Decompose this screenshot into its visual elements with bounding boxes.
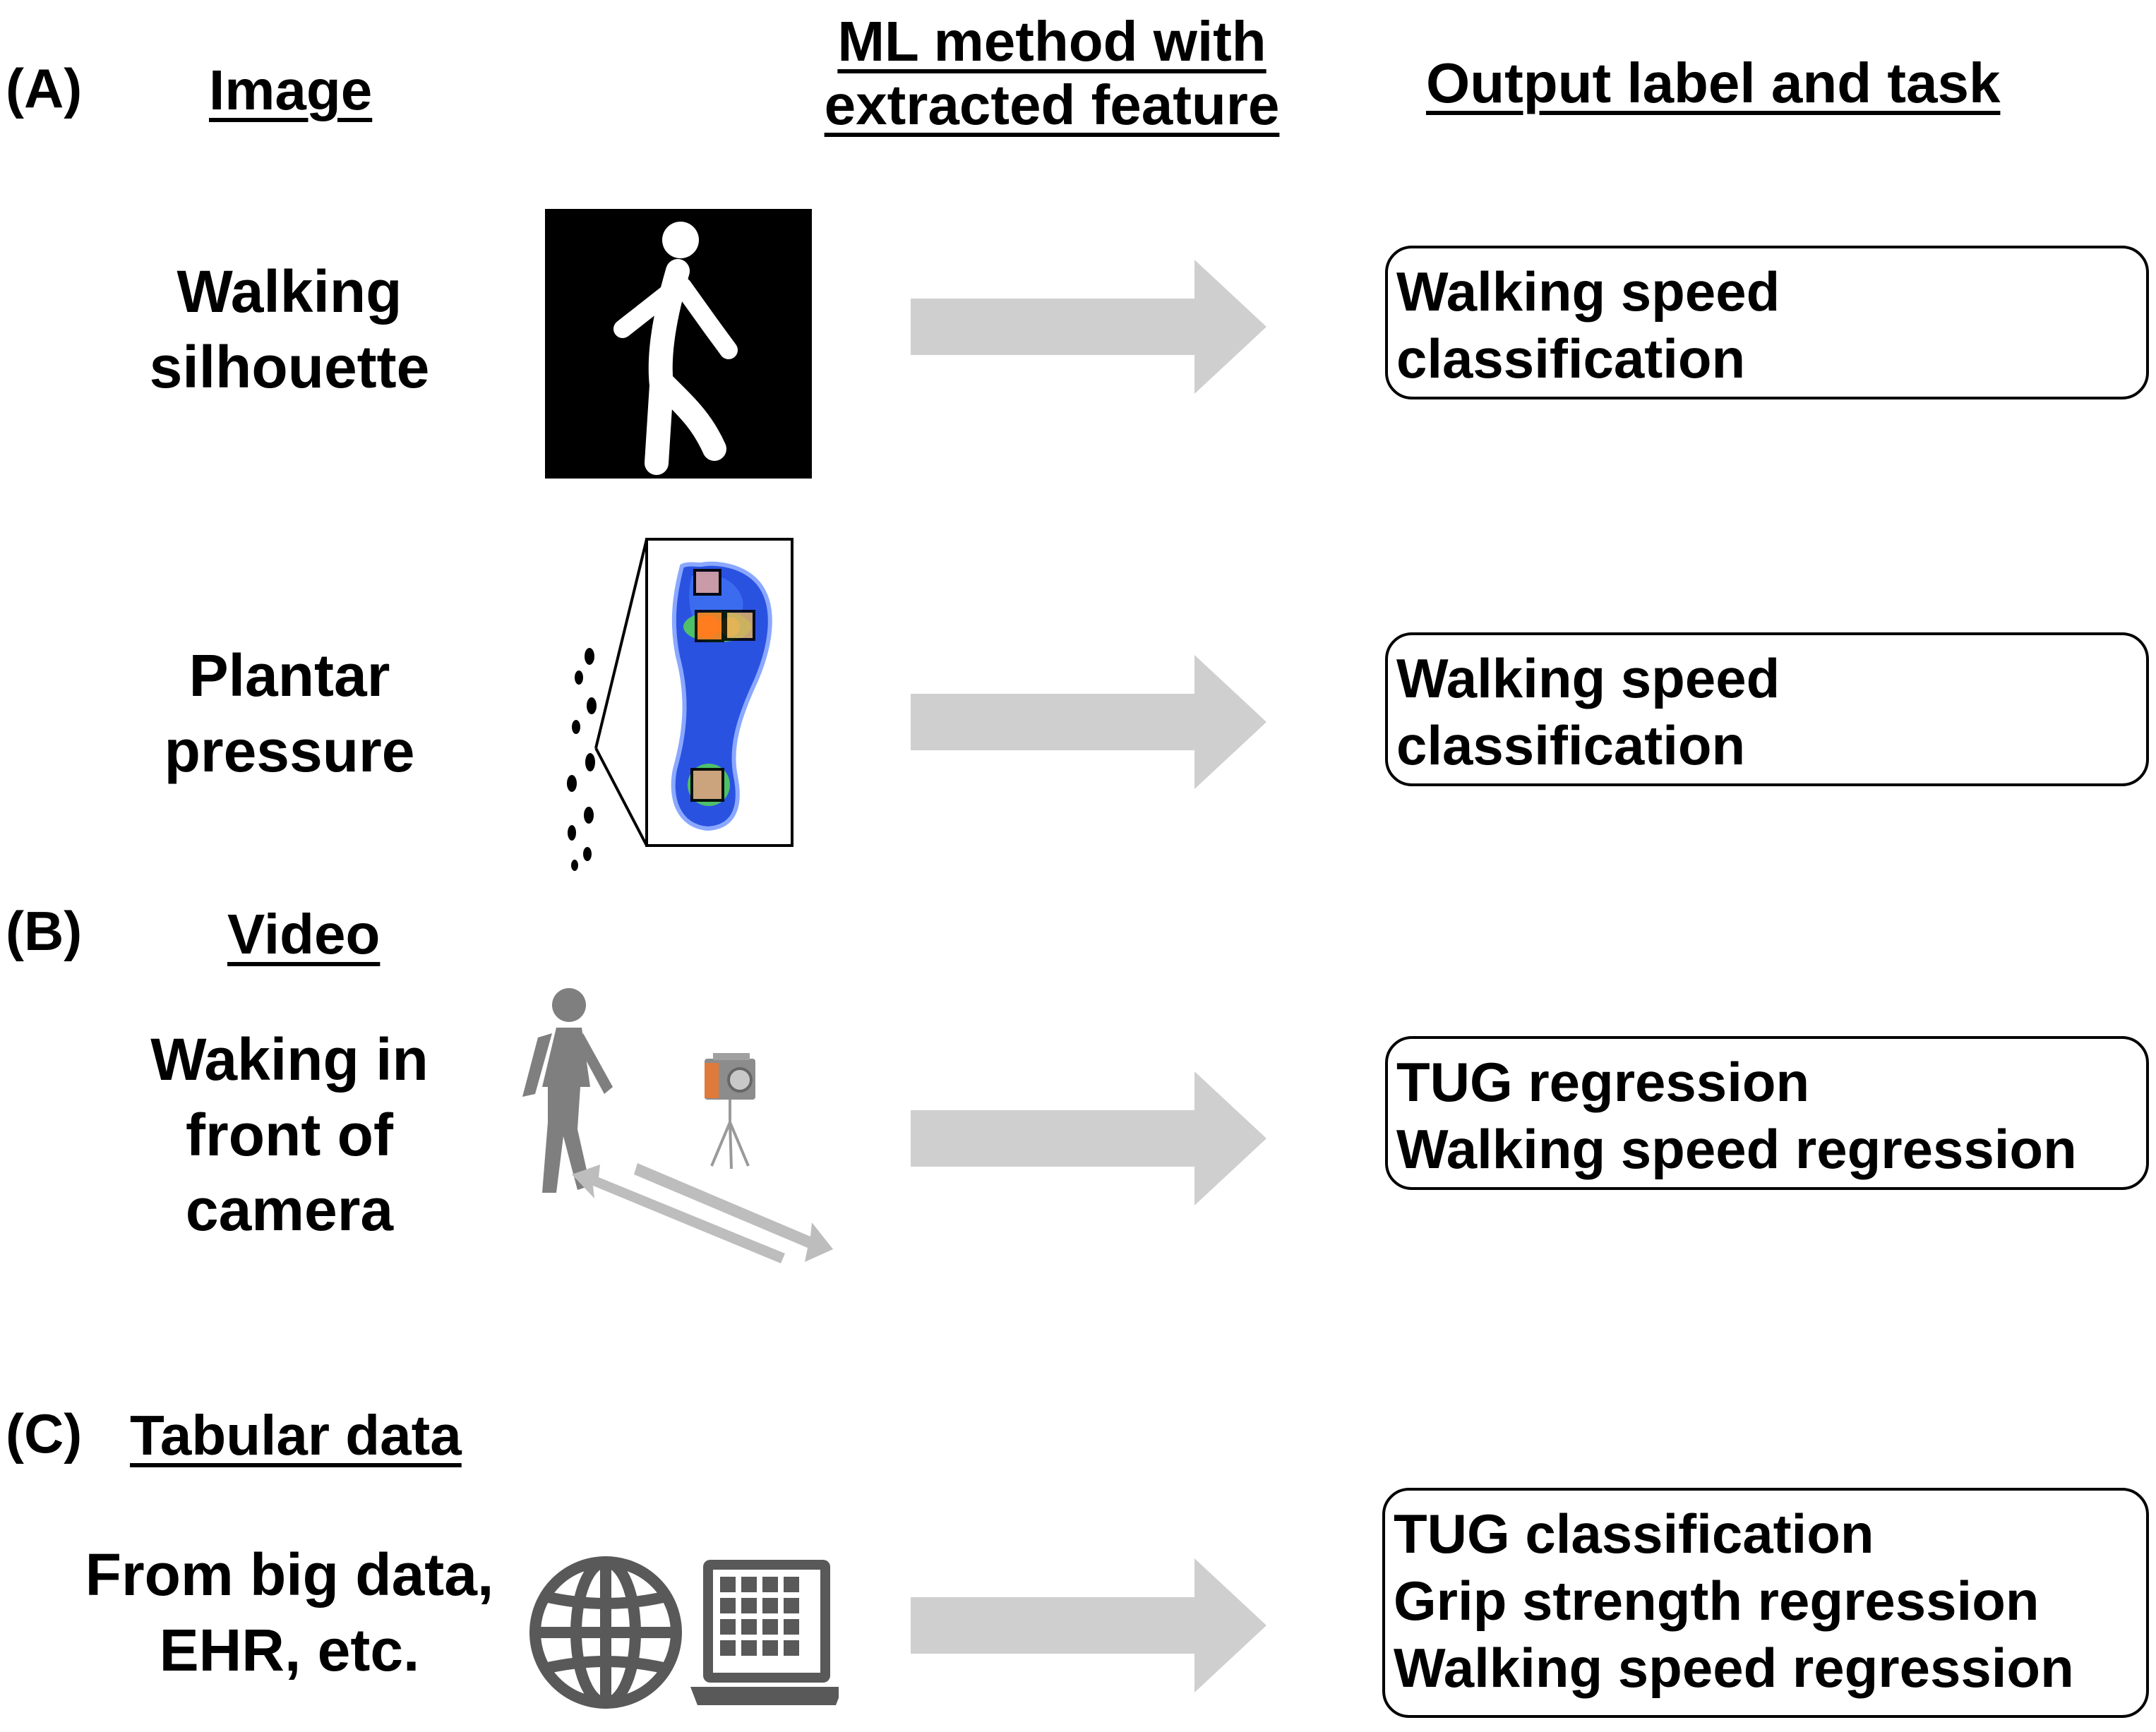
globe-icon — [529, 1556, 682, 1709]
label-line: EHR, etc. — [159, 1616, 420, 1683]
walker-camera-icon — [522, 988, 833, 1263]
camera-icon — [705, 1053, 755, 1169]
arrow-icon — [911, 655, 1266, 789]
header-ml-method: ML method with extracted feature — [819, 10, 1285, 136]
label-line: silhouette — [149, 333, 430, 400]
header-ml-method-line1: ML method with — [837, 10, 1266, 73]
header-image: Image — [209, 59, 373, 121]
label-line: front of — [186, 1101, 393, 1168]
output-box-1: Walking speed classification — [1385, 246, 2149, 399]
output-line: classification — [1396, 327, 1746, 390]
output-line: Walking speed — [1396, 260, 1780, 323]
label-line: Waking in — [150, 1026, 429, 1093]
label-line: Plantar — [188, 642, 390, 709]
output-line: Walking speed regression — [1394, 1637, 2074, 1700]
label-line: pressure — [164, 717, 415, 784]
section-c-title: Tabular data — [130, 1404, 462, 1467]
output-line: TUG regression — [1396, 1051, 1810, 1113]
label-plantar-pressure: Plantar pressure — [113, 638, 466, 788]
arrow-icon — [911, 260, 1266, 394]
footprints-icon — [567, 648, 597, 871]
arrow-icon — [911, 1558, 1266, 1692]
output-line: TUG classification — [1394, 1503, 1874, 1565]
walking-path-arrows-icon — [572, 1163, 833, 1263]
output-line: Grip strength regression — [1394, 1570, 2040, 1632]
section-b-label: (B) — [6, 900, 83, 962]
walking-person-icon — [522, 988, 613, 1193]
section-c-label: (C) — [6, 1402, 83, 1465]
output-box-2: Walking speed classification — [1385, 632, 2149, 786]
output-line: Walking speed regression — [1396, 1118, 2077, 1181]
arrow-icon — [911, 1071, 1266, 1205]
label-walking-camera: Waking in front of camera — [113, 1022, 466, 1248]
label-big-data: From big data, EHR, etc. — [64, 1537, 515, 1688]
plantar-pressure-map — [567, 538, 793, 871]
laptop-icon — [690, 1560, 839, 1705]
output-line: Walking speed — [1396, 647, 1780, 709]
section-a-label: (A) — [6, 57, 83, 119]
header-ml-method-line2: extracted feature — [824, 73, 1280, 136]
label-line: camera — [185, 1177, 394, 1244]
header-output: Output label and task — [1426, 52, 2001, 114]
globe-laptop-icon — [529, 1556, 839, 1709]
label-walking-silhouette: Walking silhouette — [113, 254, 466, 404]
output-box-4: TUG classification Grip strength regress… — [1382, 1488, 2149, 1718]
output-line: classification — [1396, 714, 1746, 777]
output-box-3: TUG regression Walking speed regression — [1385, 1036, 2149, 1190]
walking-silhouette-icon — [545, 209, 812, 479]
label-line: From big data, — [85, 1541, 494, 1608]
label-line: Walking — [176, 258, 402, 325]
section-b-title: Video — [227, 903, 381, 966]
